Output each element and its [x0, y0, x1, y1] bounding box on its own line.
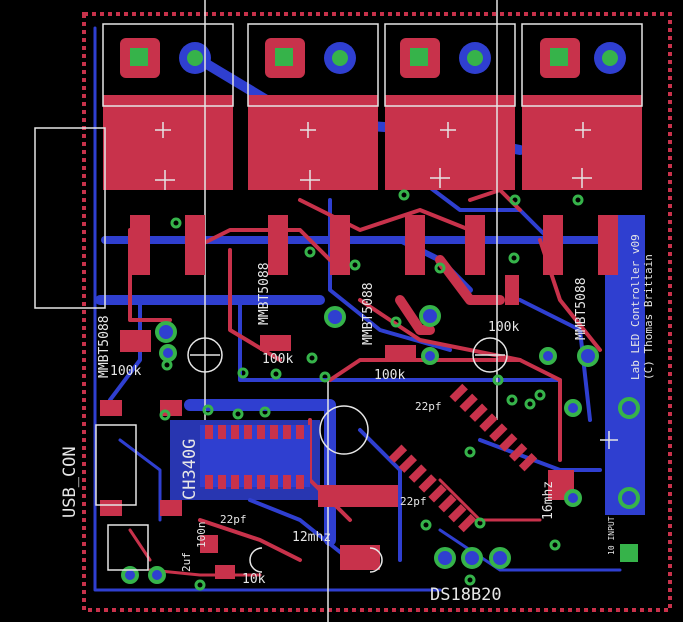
- vias: [159, 189, 584, 591]
- cap-outlines: [95, 337, 508, 573]
- resistor-label-1: 100k: [110, 364, 141, 379]
- connector-silk: [34, 0, 643, 622]
- ch340-label: CH340G: [180, 439, 200, 500]
- resistor-label-2: 100k: [262, 352, 293, 367]
- capacitor-label-5: 100n: [195, 522, 208, 549]
- transistor-label-3: MMBT5088: [361, 282, 376, 345]
- crystal-label-2: 16mhz: [541, 481, 556, 520]
- board-copyright-label: (C) Thomas Brittain: [642, 254, 655, 380]
- board-title-label: Lab LED Controller v09: [629, 234, 642, 380]
- ch340-pins: [205, 425, 304, 489]
- resistor-label-3: 100k: [374, 368, 405, 383]
- pin1-square: [620, 544, 638, 562]
- capacitor-label-2: 22pf: [220, 513, 247, 526]
- resistor-label-4: 100k: [488, 320, 519, 335]
- board-outline: [82, 12, 672, 612]
- capacitor-label-1: 22pf: [400, 495, 427, 508]
- ds18b20-label: DS18B20: [430, 585, 502, 605]
- resistor-label-5: 10k: [242, 572, 266, 587]
- connector-pins: [130, 42, 626, 74]
- through-holes: [121, 305, 640, 584]
- capacitor-label-3: 22pf: [415, 400, 442, 413]
- silk-crosshairs: [155, 122, 618, 449]
- capacitor-label-4: 2uf: [180, 552, 193, 572]
- transistor-label-4: MMBT5088: [574, 277, 589, 340]
- mcu-pins: [388, 383, 538, 533]
- smd-pads: [100, 215, 618, 579]
- connector-small-label: 10 INPUT: [607, 516, 616, 555]
- usb-connector-label: USB_CON: [60, 446, 80, 518]
- transistor-label-1: MMBT5088: [97, 315, 112, 378]
- crystal-label: 12mhz: [292, 530, 331, 545]
- transistor-label-2: MMBT5088: [257, 262, 272, 325]
